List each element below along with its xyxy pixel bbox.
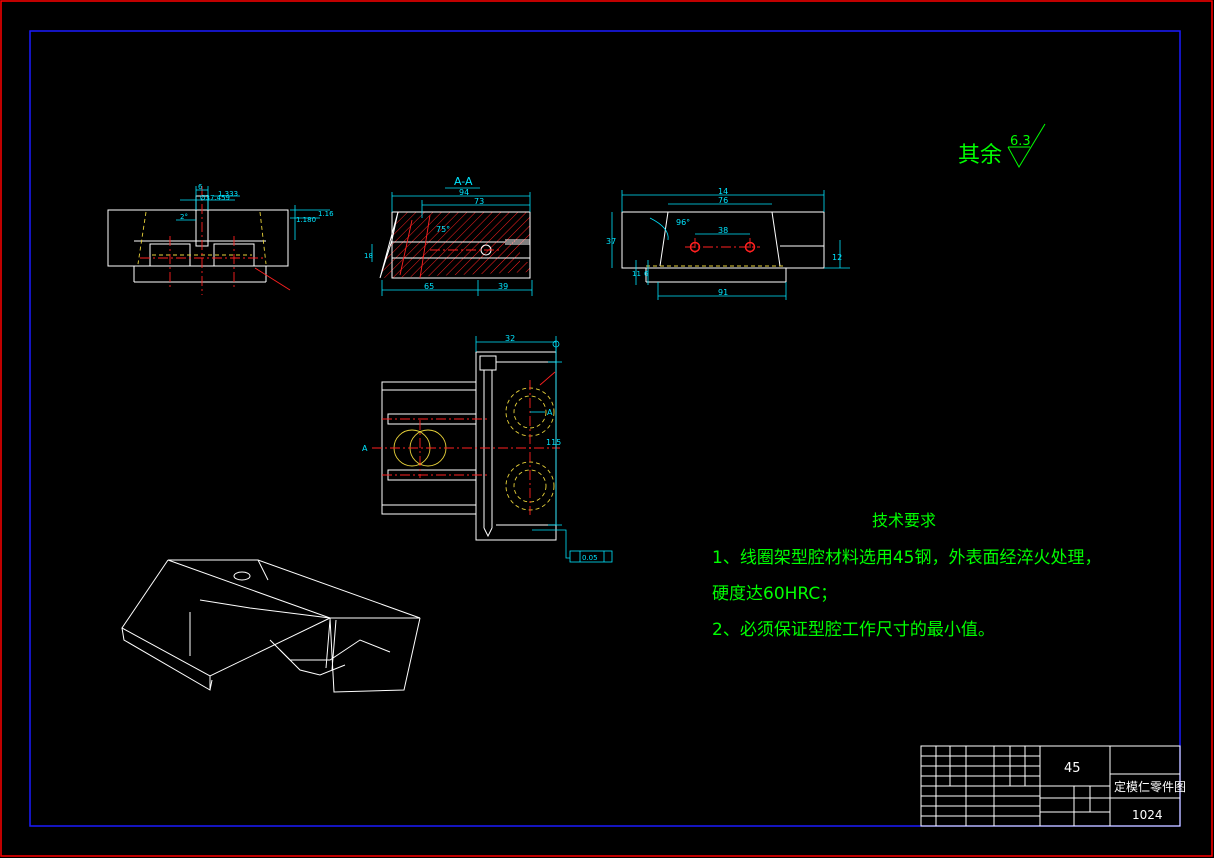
svg-text:75°: 75° <box>436 225 450 234</box>
tech-line-2: 硬度达60HRC； <box>712 584 837 604</box>
svg-text:1.333: 1.333 <box>218 190 238 198</box>
svg-text:91: 91 <box>718 288 728 297</box>
svg-text:73: 73 <box>474 197 484 206</box>
section-view: A-A 94 73 75° 18 65 39 <box>364 175 533 296</box>
svg-text:0.05: 0.05 <box>582 554 598 562</box>
roughness-check-icon <box>1007 123 1046 169</box>
svg-text:1.16: 1.16 <box>318 210 334 218</box>
svg-text:115: 115 <box>546 438 561 447</box>
drawing-name: 定模仁零件图 <box>1114 779 1186 794</box>
isometric-view <box>121 559 421 693</box>
tech-requirements: 技术要求 1、线圈架型腔材料选用45钢，外表面经淬火处理， 硬度达60HRC； … <box>712 511 1101 640</box>
plan-view: 32 115 A A 0.05 <box>362 334 613 563</box>
svg-text:32: 32 <box>505 334 515 343</box>
material: 45 <box>1064 761 1081 776</box>
roughness-value: 6.3 <box>1010 134 1031 149</box>
front-view: 6 Ø37.459 1.333 2° 1.180 1.16 <box>107 183 334 295</box>
inner-frame <box>29 30 1181 827</box>
section-label: A-A <box>454 175 473 188</box>
svg-text:39: 39 <box>498 282 508 291</box>
svg-text:37: 37 <box>606 237 616 246</box>
side-view: 14 76 37 96° 38 12 11 6 91 <box>606 187 850 300</box>
svg-text:1.180: 1.180 <box>296 216 316 224</box>
svg-text:2°: 2° <box>180 213 188 221</box>
svg-text:12: 12 <box>832 253 842 262</box>
tech-title: 技术要求 <box>872 511 936 530</box>
svg-text:A: A <box>547 408 553 417</box>
svg-text:96°: 96° <box>676 218 690 227</box>
roughness-symbol: 其余 6.3 <box>958 123 1046 169</box>
tech-line-3: 2、必须保证型腔工作尺寸的最小值。 <box>712 620 995 640</box>
svg-text:18: 18 <box>364 252 373 260</box>
svg-text:6: 6 <box>198 183 203 191</box>
svg-text:65: 65 <box>424 282 434 291</box>
tech-line-1: 1、线圈架型腔材料选用45钢，外表面经淬火处理， <box>712 548 1101 568</box>
svg-text:76: 76 <box>718 196 728 205</box>
svg-text:38: 38 <box>718 226 728 235</box>
roughness-label: 其余 <box>958 143 1002 168</box>
svg-text:14: 14 <box>718 187 728 196</box>
svg-text:94: 94 <box>459 188 469 197</box>
drawing-number: 1024 <box>1132 808 1163 822</box>
svg-text:11: 11 <box>632 270 641 278</box>
svg-text:Ø37.459: Ø37.459 <box>200 194 230 202</box>
title-block: 45 定模仁零件图 1024 <box>920 745 1186 827</box>
svg-text:6: 6 <box>644 270 649 278</box>
svg-text:A: A <box>362 444 368 453</box>
